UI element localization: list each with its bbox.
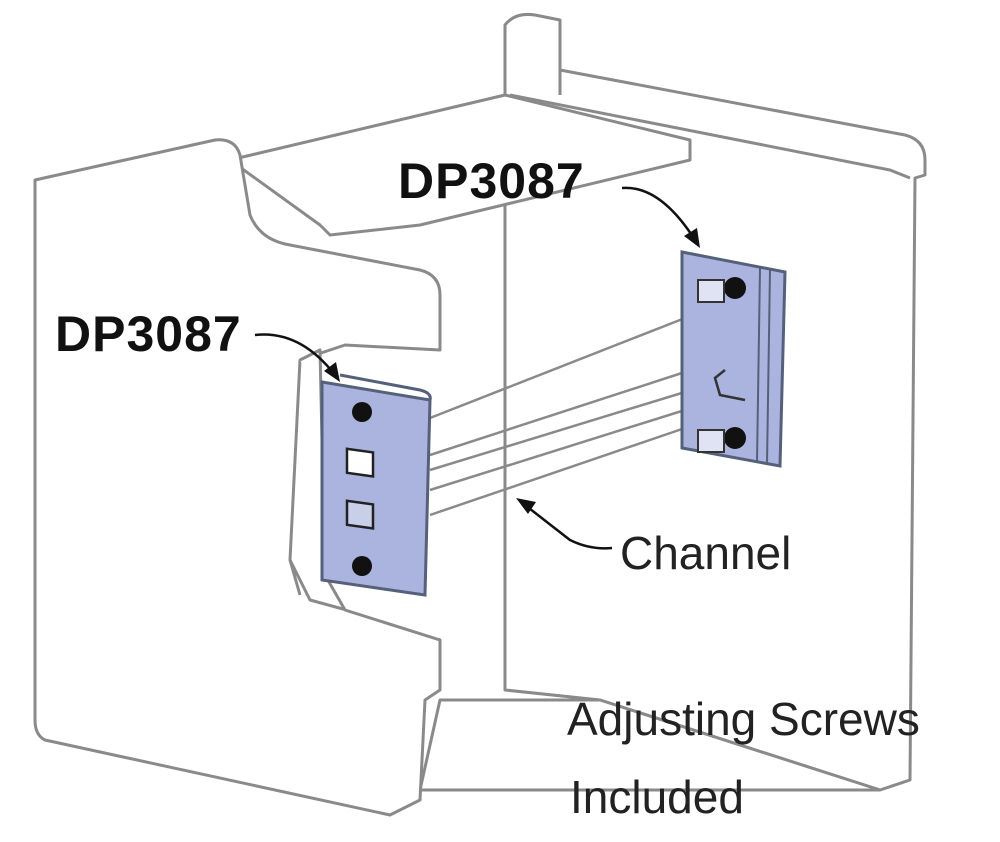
leader-arrow-top	[621, 186, 697, 241]
screws-note-line1: Adjusting Screws	[567, 693, 920, 745]
channel-label: Channel	[620, 527, 792, 579]
leader-arrow-left	[254, 333, 336, 376]
back-beam-flange	[509, 70, 911, 180]
adjusting-screw	[724, 277, 746, 299]
part-label-left: DP3087	[55, 306, 242, 362]
screw-hole	[352, 556, 372, 576]
part-label-top: DP3087	[398, 153, 585, 209]
bottom-flange	[418, 698, 882, 792]
adjusting-screw	[724, 427, 746, 449]
screws-note-line2: Included	[570, 771, 744, 823]
channel	[429, 316, 686, 517]
front-beam	[33, 138, 442, 817]
slot	[345, 447, 375, 478]
leader-arrow-channel	[524, 504, 613, 550]
left-bracket	[320, 373, 432, 597]
slot	[345, 499, 375, 530]
top-flange	[228, 93, 692, 237]
screw-hole	[352, 402, 372, 422]
right-bracket	[680, 250, 787, 468]
